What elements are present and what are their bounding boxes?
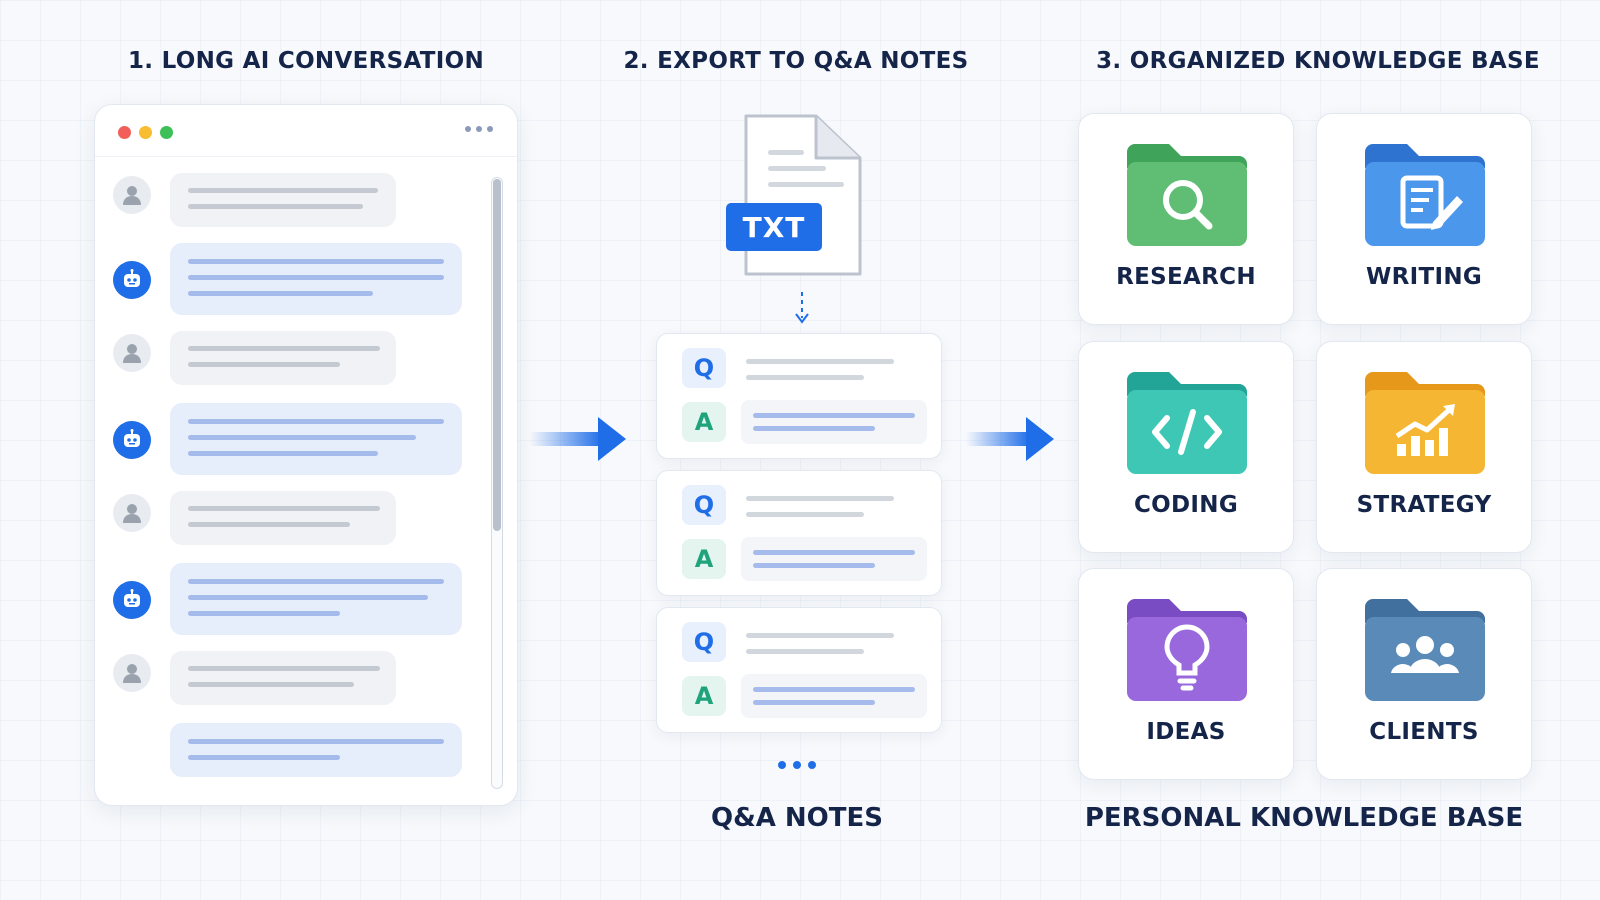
user-avatar-icon	[113, 176, 151, 214]
code-icon	[1152, 409, 1222, 455]
scrollbar-thumb[interactable]	[493, 179, 501, 531]
folder-label: WRITING	[1365, 264, 1483, 290]
folder-label: RESEARCH	[1116, 264, 1256, 290]
step2-heading: 2. EXPORT TO Q&A NOTES	[623, 48, 969, 74]
folder-icon	[1127, 372, 1247, 474]
user-message	[170, 331, 396, 385]
folder-card-coding[interactable]: CODING	[1078, 341, 1294, 553]
bot-avatar-icon	[113, 261, 151, 299]
more-options-icon[interactable]	[465, 126, 493, 132]
user-avatar-icon	[113, 494, 151, 532]
folder-icon	[1127, 599, 1247, 701]
qa-note-card[interactable]: Q A	[656, 607, 942, 733]
txt-badge: TXT	[726, 203, 822, 251]
user-message	[170, 651, 396, 705]
folder-label: IDEAS	[1146, 719, 1226, 745]
window-maximize-dot[interactable]	[160, 126, 173, 139]
qa-notes-label: Q&A NOTES	[710, 803, 884, 833]
bot-message	[170, 723, 462, 777]
flow-arrow-icon	[530, 417, 626, 461]
bot-message	[170, 403, 462, 475]
folder-label: CLIENTS	[1369, 719, 1479, 745]
folder-label: CODING	[1133, 492, 1238, 518]
question-badge: Q	[682, 348, 726, 388]
knowledge-base-label: PERSONAL KNOWLEDGE BASE	[1084, 803, 1524, 833]
bot-message	[170, 563, 462, 635]
user-message	[170, 173, 396, 227]
folder-icon	[1365, 599, 1485, 701]
window-titlebar	[95, 105, 517, 157]
folder-card-strategy[interactable]: STRATEGY	[1316, 341, 1532, 553]
flow-arrow-icon	[966, 417, 1054, 461]
question-badge: Q	[682, 485, 726, 525]
search-icon	[1163, 180, 1213, 230]
bot-avatar-icon	[113, 581, 151, 619]
answer-badge: A	[682, 539, 726, 579]
folder-card-ideas[interactable]: IDEAS	[1078, 568, 1294, 780]
bot-message	[170, 243, 462, 315]
window-minimize-dot[interactable]	[139, 126, 152, 139]
folder-icon	[1365, 372, 1485, 474]
answer-badge: A	[682, 676, 726, 716]
folder-label: STRATEGY	[1356, 492, 1492, 518]
lightbulb-icon	[1164, 624, 1210, 691]
step3-heading: 3. ORGANIZED KNOWLEDGE BASE	[1096, 48, 1540, 74]
people-group-icon	[1391, 636, 1459, 673]
folder-card-clients[interactable]: CLIENTS	[1316, 568, 1532, 780]
folder-card-writing[interactable]: WRITING	[1316, 113, 1532, 325]
chat-scrollbar[interactable]	[491, 177, 503, 789]
step1-heading: 1. LONG AI CONVERSATION	[127, 48, 485, 74]
chart-growth-icon	[1395, 404, 1455, 456]
down-arrow-icon	[795, 292, 809, 324]
window-close-dot[interactable]	[118, 126, 131, 139]
answer-badge: A	[682, 402, 726, 442]
bot-avatar-icon	[113, 421, 151, 459]
qa-note-card[interactable]: Q A	[656, 333, 942, 459]
folder-card-research[interactable]: RESEARCH	[1078, 113, 1294, 325]
document-file-icon	[744, 114, 862, 276]
chat-window	[94, 104, 518, 806]
folder-icon	[1365, 144, 1485, 246]
qa-note-card[interactable]: Q A	[656, 470, 942, 596]
user-avatar-icon	[113, 334, 151, 372]
user-avatar-icon	[113, 654, 151, 692]
folder-icon	[1127, 144, 1247, 246]
user-message	[170, 491, 396, 545]
more-notes-indicator	[778, 761, 816, 769]
question-badge: Q	[682, 622, 726, 662]
document-pencil-icon	[1400, 175, 1463, 230]
